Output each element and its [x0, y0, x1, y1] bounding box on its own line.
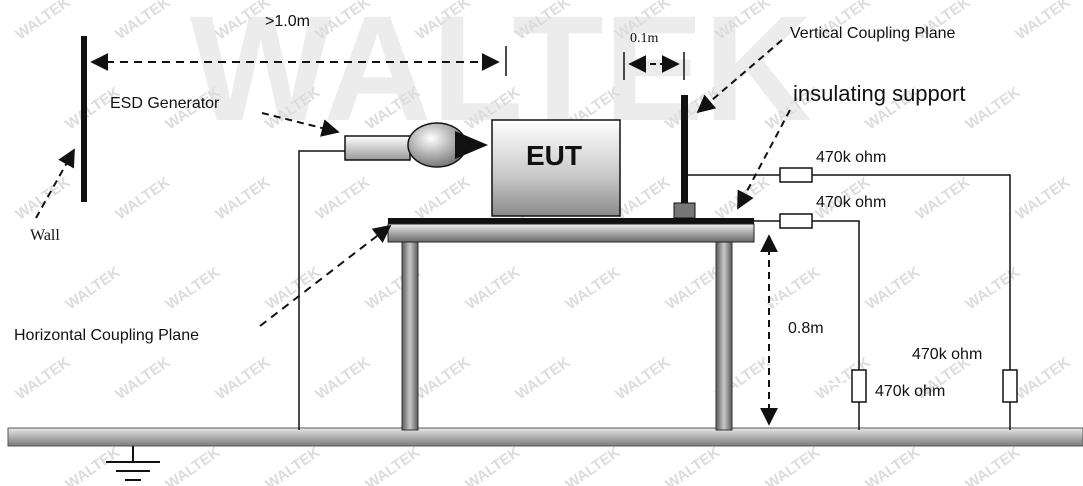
- watermark-tile: WALTEK: [463, 264, 524, 314]
- horizontal-coupling-plane: [388, 218, 754, 224]
- table-top: [387, 223, 755, 243]
- resistor-vcp-top-label: 470k ohm: [816, 149, 886, 166]
- watermark-tile: WALTEK: [313, 354, 374, 404]
- resistor-vcp-ground: [1002, 369, 1018, 403]
- esd-generator-label: ESD Generator: [110, 95, 220, 112]
- watermark-tile: WALTEK: [613, 174, 674, 224]
- resistor-vcp-top: [779, 167, 813, 183]
- bleed-resistor-network: [688, 174, 1011, 430]
- watermark-tile: WALTEK: [763, 264, 824, 314]
- watermark-tile: WALTEK: [113, 0, 174, 43]
- watermark-tile: WALTEK: [463, 444, 524, 486]
- wall-label: Wall: [30, 227, 60, 244]
- watermark-tile: WALTEK: [213, 354, 274, 404]
- watermark-tile: WALTEK: [963, 444, 1024, 486]
- resistor-hcp-ground: [851, 369, 867, 403]
- watermark-tile: WALTEK: [1013, 0, 1074, 43]
- watermark-tile: WALTEK: [1013, 174, 1074, 224]
- watermark-tile: WALTEK: [513, 354, 574, 404]
- eut-label: EUT: [526, 140, 582, 171]
- resistor-hcp-top-label: 470k ohm: [816, 194, 886, 211]
- esd-generator: [344, 122, 488, 168]
- wall-pointer: [35, 148, 75, 219]
- watermark-tile: WALTEK: [363, 444, 424, 486]
- watermark-tile: WALTEK: [63, 264, 124, 314]
- watermark-tile: WALTEK: [63, 444, 124, 486]
- wall: [81, 36, 87, 202]
- watermark-tile: WALTEK: [113, 354, 174, 404]
- watermark-tile: WALTEK: [163, 264, 224, 314]
- watermark-tile: WALTEK: [263, 264, 324, 314]
- table-leg-left: [401, 239, 419, 431]
- watermark-tile: WALTEK: [963, 264, 1024, 314]
- vcp-distance-label: 0.1m: [630, 31, 659, 46]
- watermark-tile: WALTEK: [563, 444, 624, 486]
- watermark-tile: WALTEK: [13, 354, 74, 404]
- horizontal-coupling-plane-label: Horizontal Coupling Plane: [14, 327, 199, 344]
- ground-icon: [106, 446, 160, 481]
- watermark-tile: WALTEK: [863, 444, 924, 486]
- watermark-tile: WALTEK: [763, 444, 824, 486]
- watermark-tile: WALTEK: [663, 264, 724, 314]
- watermark-tile: WALTEK: [13, 174, 74, 224]
- watermark-tile: WALTEK: [313, 174, 374, 224]
- resistor-hcp-top: [779, 213, 813, 229]
- watermark-tile: WALTEK: [413, 354, 474, 404]
- watermark-tile: WALTEK: [563, 264, 624, 314]
- vertical-coupling-plane-pointer: [696, 39, 783, 114]
- watermark-tile: WALTEK: [413, 174, 474, 224]
- eut-box: [491, 119, 621, 217]
- watermark-tile: WALTEK: [613, 354, 674, 404]
- insulating-support-label: insulating support: [793, 81, 965, 106]
- vertical-coupling-plane-label: Vertical Coupling Plane: [790, 25, 956, 42]
- resistor-vcp-ground-label: 470k ohm: [912, 346, 982, 363]
- watermark-tile: WALTEK: [913, 174, 974, 224]
- esd-generator-ground-cable: [298, 150, 345, 430]
- esd-generator-pointer: [261, 112, 340, 137]
- table-height-label: 0.8m: [788, 320, 824, 337]
- watermark-tile: WALTEK: [663, 444, 724, 486]
- watermark-tile: WALTEK: [1013, 354, 1074, 404]
- watermark-tile: WALTEK: [113, 174, 174, 224]
- resistor-hcp-ground-label: 470k ohm: [875, 383, 945, 400]
- wall-distance-label: >1.0m: [265, 13, 310, 30]
- watermark-layer: WALTEK WALTEK WALTEK WALTEK WALTEK WALTEK WAL…: [13, 0, 1074, 486]
- watermark-tile: WALTEK: [213, 174, 274, 224]
- ground-reference-plane: [7, 427, 1083, 447]
- table-leg-right: [715, 239, 733, 431]
- watermark-tile: WALTEK: [163, 444, 224, 486]
- watermark-tile: WALTEK: [963, 84, 1024, 134]
- vertical-coupling-plane: [681, 95, 688, 205]
- insulating-support-block: [673, 202, 696, 219]
- watermark-tile: WALTEK: [13, 0, 74, 43]
- watermark-tile: WALTEK: [263, 444, 324, 486]
- insulating-support-pointer: [737, 109, 791, 210]
- watermark-tile: WALTEK: [863, 264, 924, 314]
